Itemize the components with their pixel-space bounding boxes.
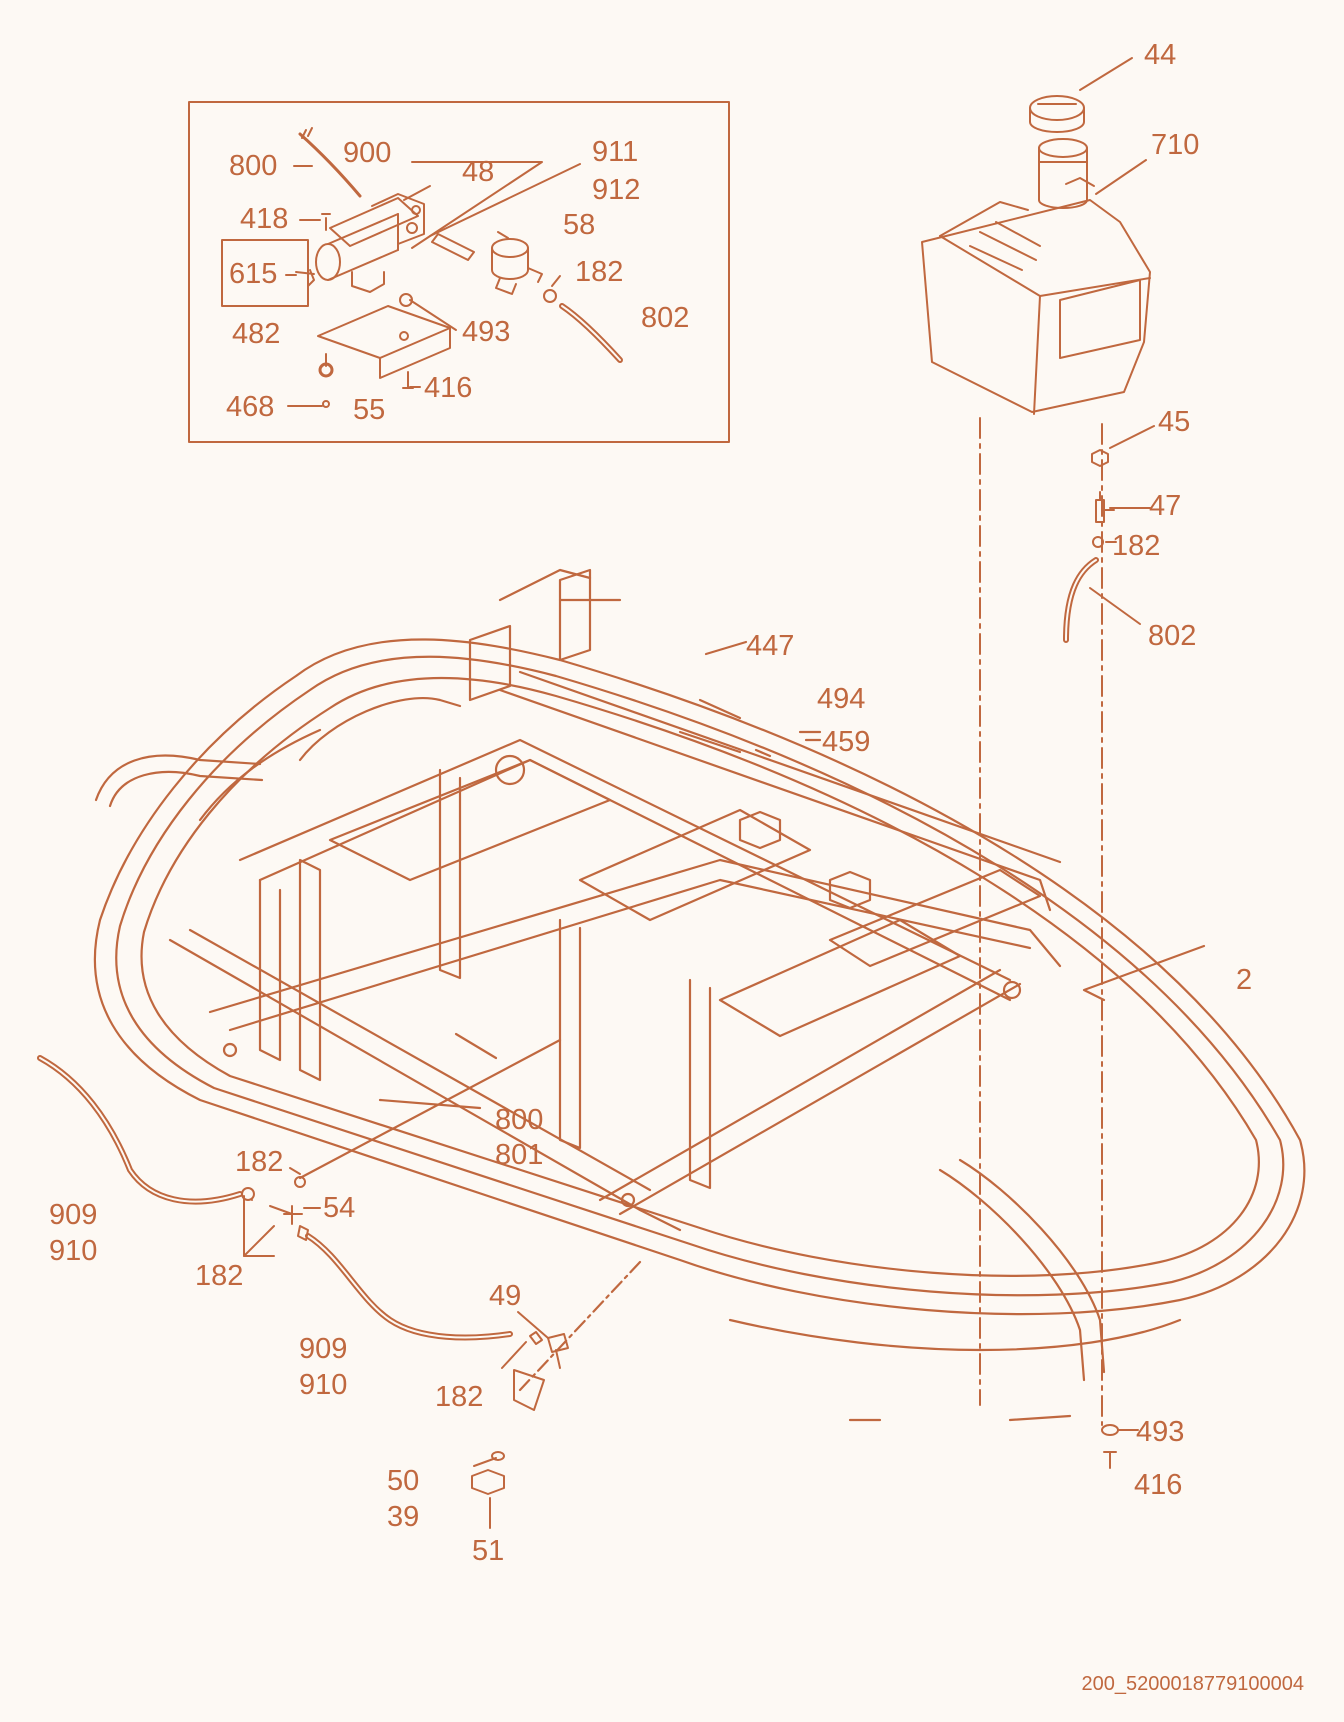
callout-182-inset: 182 [575,256,624,288]
callout-416-tank: 416 [1134,1469,1183,1501]
callout-54: 54 [323,1192,356,1224]
callout-494: 494 [817,683,866,715]
callout-802-tank: 802 [1148,620,1197,652]
callout-51: 51 [472,1535,505,1567]
mower-frame [93,568,1306,1422]
callout-800-frame: 800 [495,1104,544,1136]
callout-58: 58 [563,209,596,241]
callout-182-hose-c: 182 [435,1381,484,1413]
callout-50: 50 [387,1465,420,1497]
callout-182-hose-b: 182 [195,1260,244,1292]
callout-615: 615 [229,258,278,290]
callout-47: 47 [1149,490,1182,522]
callout-802-inset: 802 [641,302,690,334]
callout-45: 45 [1158,406,1191,438]
callout-447: 447 [746,630,795,662]
callout-900: 900 [343,137,392,169]
callout-910-b: 910 [299,1369,348,1401]
callout-710: 710 [1151,129,1200,161]
callout-459: 459 [822,726,871,758]
callout-48: 48 [462,156,495,188]
callout-909-b: 909 [299,1333,348,1365]
callout-801: 801 [495,1139,544,1171]
callout-482: 482 [232,318,281,350]
callout-909-a: 909 [49,1199,98,1231]
drain-hoses [37,1055,569,1529]
callout-2: 2 [1236,964,1253,996]
callout-49: 49 [489,1280,522,1312]
callout-182-tank: 182 [1112,530,1161,562]
callout-44: 44 [1144,39,1177,71]
callout-493-tank: 493 [1136,1416,1185,1448]
fuel-filter [491,238,543,295]
callout-468: 468 [226,391,275,423]
pump-motor [315,193,425,293]
callout-39: 39 [387,1501,420,1533]
callout-416-inset: 416 [424,372,473,404]
callout-493-inset: 493 [462,316,511,348]
document-id: 200_5200018779100004 [1081,1673,1304,1695]
callout-182-hose-a: 182 [235,1146,284,1178]
callout-911: 911 [592,136,639,168]
callout-912: 912 [592,174,641,206]
fuel-tank [921,57,1155,1469]
callout-418: 418 [240,203,289,235]
callout-910-a: 910 [49,1235,98,1267]
callout-800-inset: 800 [229,150,278,182]
callout-55: 55 [353,394,386,426]
pump-assembly-inset [188,101,730,443]
